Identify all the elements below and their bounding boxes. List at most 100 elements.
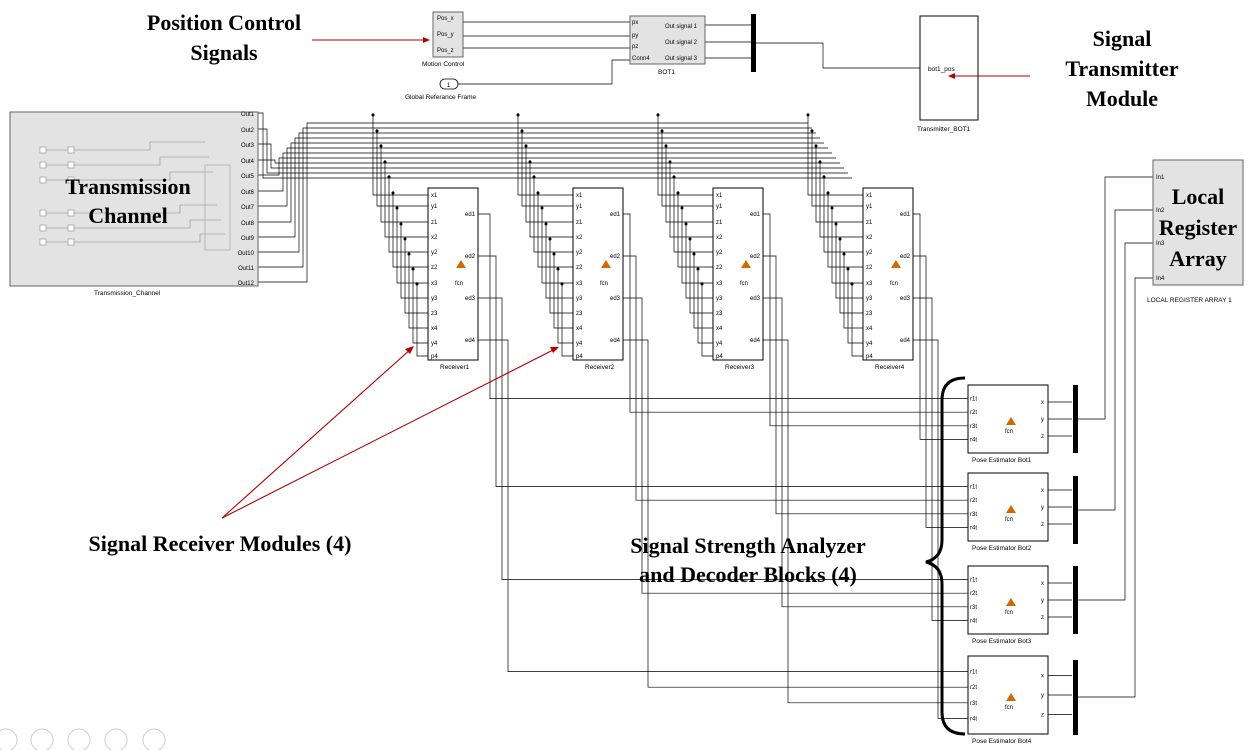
matlab-fcn-icon [1006, 505, 1016, 513]
transmission-channel-block[interactable]: Out1Out2Out3Out4Out5Out6Out7Out8Out9Out1… [9, 111, 259, 297]
estimator-out-x: x [1041, 488, 1044, 494]
receiver-in-z3: z3 [576, 311, 583, 317]
transmitter-label: Transmitter_BOT1 [917, 126, 971, 133]
receiver-in-p4: p4 [431, 354, 438, 360]
estimator-in-r3t: r3t [970, 512, 977, 518]
receiver-label: Receiver3 [725, 364, 755, 371]
receiver-out-ed1: ed1 [900, 212, 911, 218]
channel-port-12: Out12 [238, 281, 255, 287]
bot-out-2: Out signal 2 [665, 40, 698, 46]
receiver-out-ed1: ed1 [610, 212, 621, 218]
receiver-in-y3: y3 [576, 296, 583, 302]
estimator-in-r1t: r1t [970, 397, 977, 403]
estimator-out-x: x [1041, 400, 1044, 406]
global-reference-frame[interactable]: 1 Global Referance Frame [405, 78, 477, 101]
receiver-out-ed3: ed3 [610, 296, 621, 302]
estimator-in-r4t: r4t [970, 525, 977, 531]
receiver-in-z1: z1 [431, 220, 438, 226]
motion-port-x: Pos_x [437, 16, 454, 22]
receiver-block-4[interactable]: x1y1z1x2y2z2x3y3z3x4y4p4ed1ed2ed3ed4fcnR… [862, 187, 914, 371]
receiver-block-1[interactable]: x1y1z1x2y2z2x3y3z3x4y4p4ed1ed2ed3ed4fcnR… [427, 187, 479, 371]
annotation-channel-1: Transmission [65, 174, 191, 199]
receiver-in-y1: y1 [431, 204, 438, 210]
channel-port-9: Out9 [241, 236, 255, 242]
mux-bar-1 [751, 14, 756, 72]
receiver-in-x3: x3 [576, 281, 583, 287]
receiver-in-x3: x3 [716, 281, 723, 287]
channel-output-ports: Out1Out2Out3Out4Out5Out6Out7Out8Out9Out1… [238, 112, 255, 287]
receiver-in-p4: p4 [576, 354, 583, 360]
estimator-fcn: fcn [1005, 705, 1013, 711]
receiver-in-y1: y1 [576, 204, 583, 210]
estimator-in-r1t: r1t [970, 485, 977, 491]
estimator-out-y: y [1041, 505, 1044, 511]
bot1-block[interactable]: px py pz Conn4 Out signal 1 Out signal 2… [629, 15, 706, 76]
receiver-block-3[interactable]: x1y1z1x2y2z2x3y3z3x4y4p4ed1ed2ed3ed4fcnR… [712, 187, 764, 371]
estimator-in-r3t: r3t [970, 701, 977, 707]
channel-label: Transmission_Channel [94, 290, 161, 297]
estimator-out-y: y [1041, 598, 1044, 604]
mux-bar-2 [1073, 385, 1078, 453]
receiver-in-y4: y4 [431, 341, 438, 347]
local-register-array-block[interactable]: In1 In2 In3 In4 LOCAL REGISTER ARRAY 1 [1147, 159, 1244, 304]
receiver-in-z3: z3 [866, 311, 873, 317]
estimator-out-z: z [1041, 615, 1044, 621]
receiver-fcn: fcn [890, 281, 898, 287]
frame-label: Global Referance Frame [405, 94, 477, 101]
bot1-label: BOT1 [658, 69, 675, 76]
copy-icon[interactable] [67, 728, 91, 750]
bot-out-3: Out signal 3 [665, 56, 698, 62]
receiver-in-z3: z3 [431, 311, 438, 317]
annotation-transmitter-3: Module [1086, 86, 1158, 111]
pen-icon[interactable] [30, 728, 54, 750]
transmitter-block[interactable]: bot1_pos Transmitter_BOT1 [917, 15, 979, 133]
annotation-transmitter-2: Transmitter [1065, 56, 1178, 81]
frame-number: 1 [447, 83, 451, 89]
receiver-out-ed4: ed4 [900, 338, 911, 344]
next-icon[interactable] [0, 728, 18, 750]
receiver-in-z2: z2 [431, 265, 438, 271]
matlab-fcn-icon [1006, 598, 1016, 606]
estimator-label: Pose Estimator Bot4 [972, 738, 1032, 745]
motion-control-block[interactable]: Pos_x Pos_y Pos_z Motion Control [422, 11, 465, 68]
estimator-out-y: y [1041, 417, 1044, 423]
receiver-in-z1: z1 [576, 220, 583, 226]
zoom-icon[interactable] [104, 728, 128, 750]
receiver-out-ed1: ed1 [750, 212, 761, 218]
estimator-fcn: fcn [1005, 517, 1013, 523]
mux-bar-4 [1073, 566, 1078, 634]
mux-bar-5 [1073, 660, 1078, 735]
estimator-in-r1t: r1t [970, 578, 977, 584]
register-label: LOCAL REGISTER ARRAY 1 [1147, 297, 1232, 304]
more-icon[interactable] [142, 728, 166, 750]
receiver-in-z3: z3 [716, 311, 723, 317]
register-in-1: In1 [1156, 175, 1165, 181]
receiver-out-ed3: ed3 [900, 296, 911, 302]
receiver-in-y4: y4 [576, 341, 583, 347]
estimator-in-r3t: r3t [970, 605, 977, 611]
receiver-in-y1: y1 [716, 204, 723, 210]
receiver-in-z1: z1 [866, 220, 873, 226]
receiver-out-ed4: ed4 [750, 338, 761, 344]
estimator-fcn: fcn [1005, 429, 1013, 435]
receiver-block-2[interactable]: x1y1z1x2y2z2x3y3z3x4y4p4ed1ed2ed3ed4fcnR… [572, 187, 624, 371]
motion-port-z: Pos_z [437, 48, 454, 54]
receiver-in-z2: z2 [716, 265, 723, 271]
channel-port-10: Out10 [238, 251, 255, 257]
estimator-in-r3t: r3t [970, 424, 977, 430]
receiver-in-x2: x2 [716, 235, 723, 241]
estimator-in-r1t: r1t [970, 670, 977, 676]
register-in-3: In3 [1156, 241, 1165, 247]
receiver-in-z1: z1 [716, 220, 723, 226]
estimator-label: Pose Estimator Bot1 [972, 457, 1032, 464]
estimator-label: Pose Estimator Bot3 [972, 638, 1032, 645]
channel-internal-blocks [39, 141, 231, 251]
receiver-in-y3: y3 [716, 296, 723, 302]
receiver-in-x4: x4 [576, 326, 583, 332]
estimator-out-x: x [1041, 581, 1044, 587]
receiver-out-ed2: ed2 [900, 254, 911, 260]
